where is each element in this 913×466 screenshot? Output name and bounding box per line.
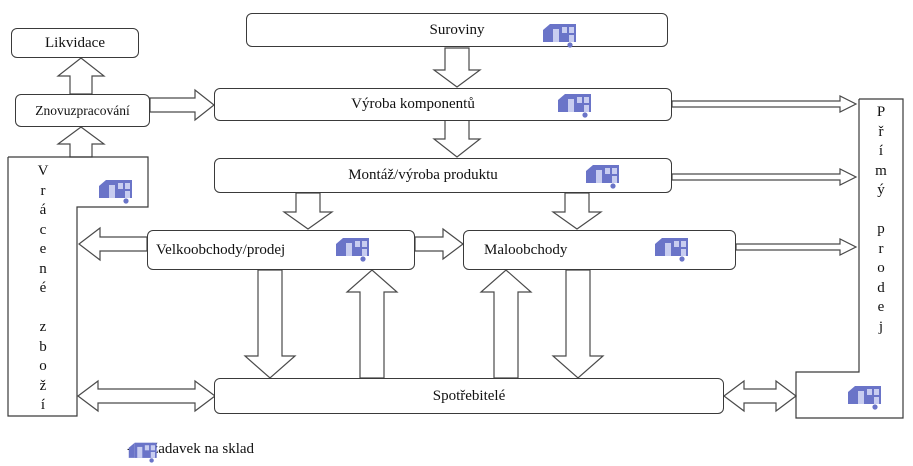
letter: r: [40, 182, 46, 199]
letter: c: [39, 221, 47, 238]
node-maloobchody-label: Maloobchody: [484, 241, 568, 258]
arrow-malo-to-primy: [735, 238, 858, 256]
node-likvidace-label: Likvidace: [45, 34, 105, 51]
arrow-spotrebitele-to-malo: [479, 269, 533, 379]
node-spotrebitele-label: Spotřebitelé: [432, 387, 506, 404]
letter: j: [878, 318, 884, 335]
letter: d: [877, 279, 885, 296]
node-montaz-label: Montáž/výroba produktu: [348, 167, 498, 183]
warehouse-icon: [584, 163, 624, 189]
arrow-znovu-to-likvidace: [56, 57, 106, 95]
arrow-velko-to-malo: [414, 227, 464, 261]
arrow-suroviny-to-vyroba: [432, 47, 482, 88]
node-vyroba-komponentu: Výroba komponentů: [214, 88, 672, 121]
node-suroviny-label: Suroviny: [429, 21, 485, 38]
legend: - Požadavek na sklad: [127, 441, 254, 458]
node-velkoobchody-label: Velkoobchody/prodej: [156, 241, 286, 258]
node-suroviny: Suroviny: [246, 13, 668, 47]
arrow-vyroba-to-primy: [671, 95, 858, 113]
node-velkoobchody: Velkoobchody/prodej: [147, 230, 415, 270]
node-maloobchody: Maloobchody: [463, 230, 736, 270]
letter: z: [39, 319, 47, 335]
letter: o: [39, 358, 47, 374]
letter: [41, 299, 45, 319]
node-likvidace: Likvidace: [11, 28, 139, 58]
letter: í: [878, 143, 884, 159]
arrow-montaz-to-maloobchody: [551, 192, 603, 230]
arrow-montaz-to-primy: [671, 168, 858, 186]
arrow-malo-to-spotrebitele: [551, 269, 605, 379]
letter: ř: [878, 123, 884, 140]
primy-prodej-box: [795, 98, 904, 419]
letter: b: [39, 338, 47, 355]
arrow-spotrebitele-primy: [723, 379, 797, 413]
node-znovuzpracovani: Znovuzpracování: [15, 94, 150, 127]
legend-text: - Požadavek na sklad: [127, 441, 255, 457]
letter: P: [876, 104, 886, 120]
arrow-velko-to-spotrebitele: [243, 269, 297, 379]
warehouse-icon: [846, 384, 886, 410]
letter: ý: [877, 182, 885, 198]
warehouse-icon: [653, 236, 693, 262]
letter: r: [878, 240, 884, 257]
letter: p: [877, 221, 885, 237]
letter: á: [39, 202, 47, 218]
letter: e: [877, 299, 885, 315]
warehouse-icon: [556, 92, 596, 118]
node-spotrebitele: Spotřebitelé: [214, 378, 724, 414]
arrow-velko-to-vracene: [78, 226, 148, 262]
node-vyroba-label: Výroba komponentů: [351, 96, 475, 112]
arrow-spotrebitele-vracene: [77, 379, 216, 413]
letter: V: [37, 163, 49, 179]
letter: [879, 201, 883, 221]
warehouse-icon: [97, 178, 137, 204]
arrow-montaz-to-velkoobchody: [282, 192, 334, 230]
letter: é: [39, 280, 47, 296]
arrow-spotrebitele-to-velko: [345, 269, 399, 379]
letter: n: [39, 260, 47, 277]
arrow-vyroba-to-montaz: [432, 119, 482, 158]
node-znovuzpracovani-label: Znovuzpracování: [35, 102, 130, 118]
letter: o: [877, 260, 885, 276]
arrow-vracene-to-znovu: [56, 126, 106, 158]
vracene-zbozi-box: [7, 156, 149, 417]
letter: ž: [39, 377, 47, 394]
letter: m: [875, 162, 887, 179]
warehouse-icon: [334, 236, 374, 262]
letter: e: [39, 241, 47, 257]
warehouse-icon: [127, 441, 161, 463]
letter: í: [40, 397, 46, 413]
arrow-znovu-to-vyroba: [149, 88, 215, 122]
warehouse-icon: [541, 22, 581, 48]
